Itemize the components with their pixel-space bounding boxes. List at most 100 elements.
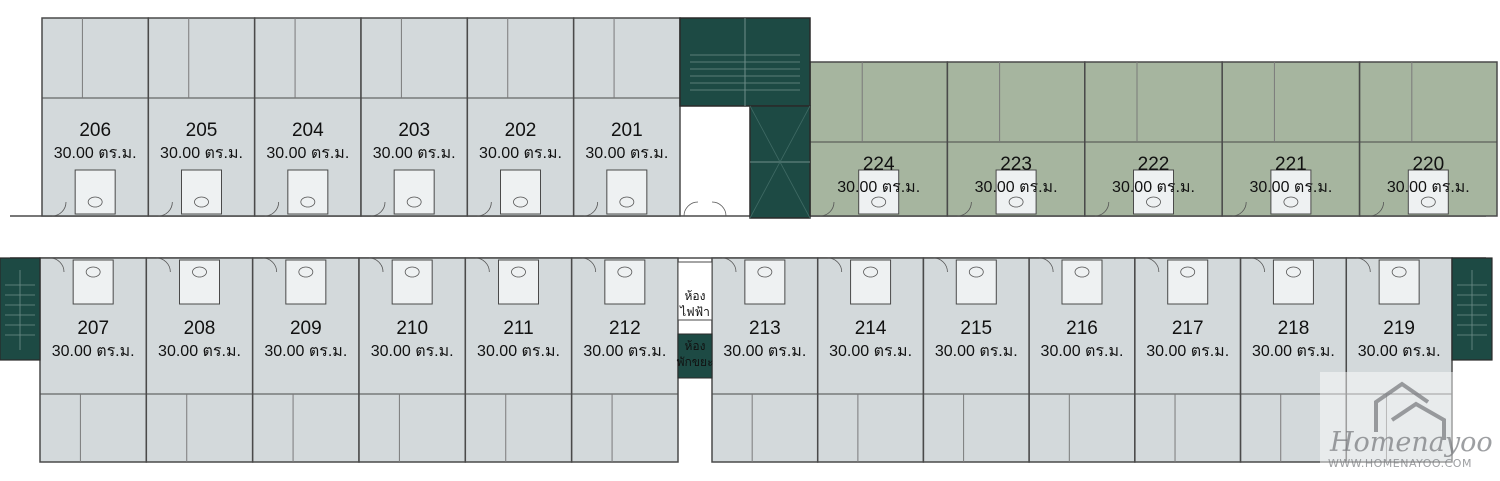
bathroom [1061,259,1103,305]
unit-218: 218 30.00 ตร.ม. [1239,257,1348,463]
unit-area: 30.00 ตร.ม. [371,343,454,360]
unit-area: 30.00 ตร.ม. [479,145,562,162]
toilet-icon [511,266,526,278]
door-icon [1369,201,1384,217]
bathroom [1270,169,1312,215]
watermark: Homenayoo WWW.HOMENAYOO.COM [1320,372,1493,472]
unit-number: 211 [503,318,533,339]
unit-number: 221 [1275,154,1307,175]
bathroom [1133,169,1174,215]
unit-area: 30.00 ตร.ม. [1252,343,1335,360]
unit-number: 218 [1278,318,1310,339]
bathroom [604,259,646,305]
unit-number: 223 [1000,154,1032,175]
stair-core [679,17,811,219]
bathroom [285,259,327,305]
door-icon [477,201,492,217]
unit-number: 207 [77,318,109,339]
toilet-icon [1074,266,1090,278]
unit-number: 219 [1383,318,1415,339]
unit-207: 207 30.00 ตร.ม. [39,257,148,463]
unit-number: 201 [611,120,643,141]
electric-room-label-1: ห้อง [685,289,706,303]
unit-area: 30.00 ตร.ม. [1249,179,1332,196]
bathroom [393,169,435,215]
toilet-icon [863,266,878,278]
unit-area: 30.00 ตร.ม. [158,343,241,360]
door-icon [370,201,386,217]
bathroom [850,259,892,305]
bathroom [955,259,997,305]
house-logo-icon [1374,381,1446,440]
garbage-room: ห้อง พักขยะ [677,333,714,379]
door-icon [262,257,278,273]
unit-area: 30.00 ตร.ม. [975,179,1058,196]
unit-area: 30.00 ตร.ม. [723,343,806,360]
unit-number: 217 [1172,318,1204,339]
bathroom [500,169,541,215]
unit-number: 208 [184,318,216,339]
unit-215: 215 30.00 ตร.ม. [922,257,1030,463]
unit-number: 214 [855,318,887,339]
door-icon [475,257,490,273]
toilet-icon [1180,266,1196,278]
unit-area: 30.00 ตร.ม. [54,145,137,162]
unit-area: 30.00 ตร.ม. [935,343,1018,360]
toilet-icon [757,266,773,278]
door-icon [156,257,171,273]
bathroom [1272,259,1314,305]
garbage-room-label-2: พักขยะ [677,355,714,369]
bathroom [744,259,786,305]
bathroom [858,169,900,215]
unit-223: 223 30.00 ตร.ม. [946,61,1086,217]
toilet-icon [194,196,209,208]
toilet-icon [1420,196,1436,208]
unit-number: 220 [1412,154,1444,175]
door-icon [264,201,280,217]
unit-area: 30.00 ตร.ม. [1146,343,1229,360]
toilet-icon [968,266,984,278]
toilet-icon [300,196,316,208]
unit-area: 30.00 ตร.ม. [837,179,920,196]
door-icon [1094,201,1110,217]
bottom-left-wing: 207 30.00 ตร.ม. 208 30.00 ตร.ม. 209 30.00 ตร.… [39,257,679,463]
door-icon [1356,257,1371,273]
door-icon [1232,201,1247,217]
door-icon [1250,257,1265,273]
garbage-room-label-1: ห้อง [685,339,706,353]
unit-area: 30.00 ตร.ม. [266,145,349,162]
door-icon [933,257,948,273]
door-icon [368,257,384,273]
toilet-icon [85,266,101,278]
toilet-icon [1391,266,1407,278]
unit-208: 208 30.00 ตร.ม. [145,257,254,463]
unit-number: 212 [609,318,641,339]
electric-room: ห้อง ไฟฟ้า [677,261,713,321]
unit-221: 221 30.00 ตร.ม. [1221,61,1361,217]
bathroom [1378,259,1420,305]
unit-number: 215 [960,318,992,339]
toilet-icon [871,196,887,208]
watermark-brand: Homenayoo [1329,427,1493,458]
stair-left [0,257,41,361]
unit-number: 209 [290,318,322,339]
unit-217: 217 30.00 ตร.ม. [1134,257,1242,463]
unit-number: 205 [186,120,218,141]
toilet-icon [87,196,103,208]
unit-area: 30.00 ตร.ม. [52,343,135,360]
